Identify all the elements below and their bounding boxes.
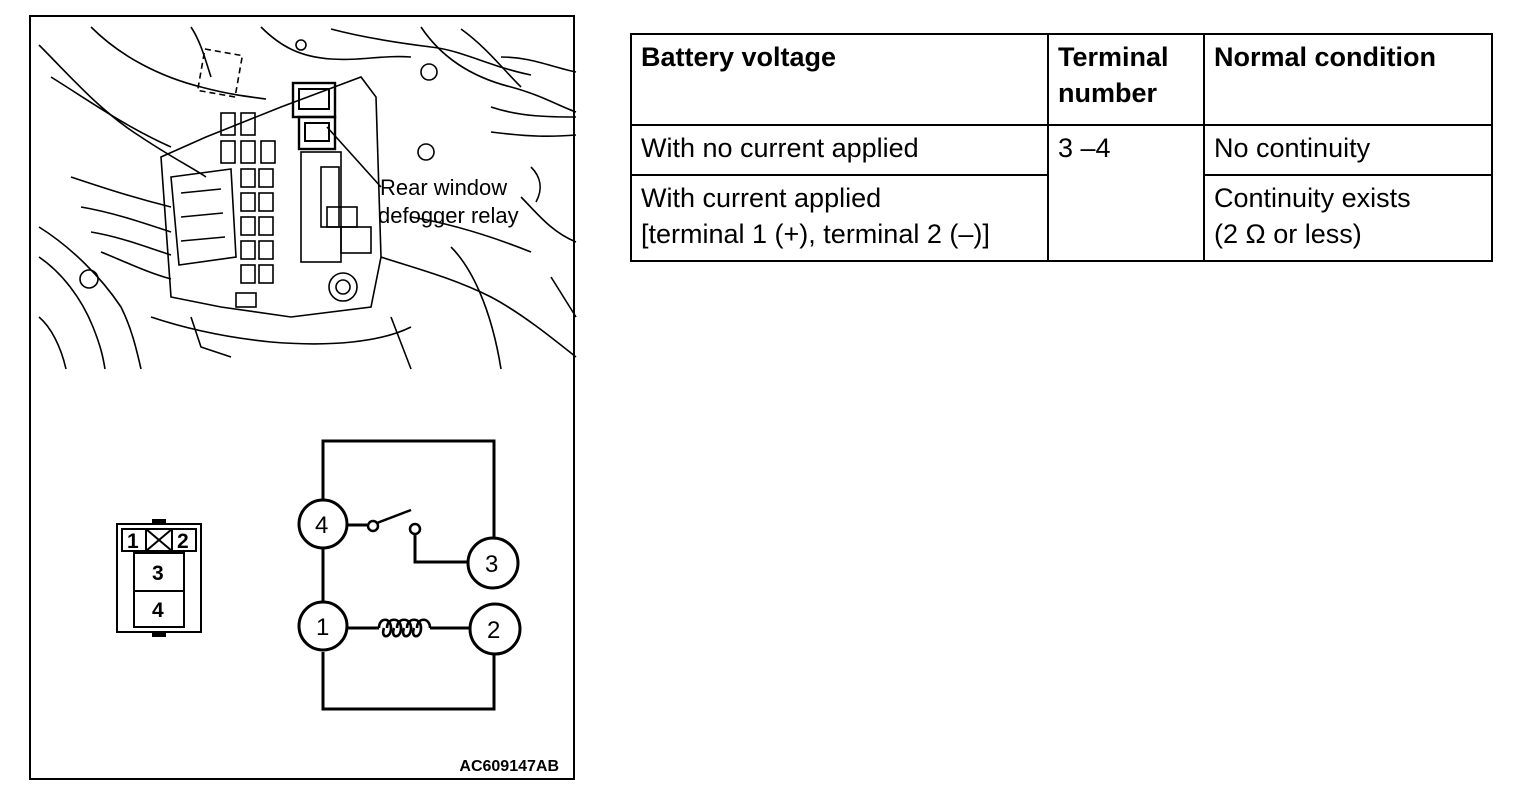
schematic-terminal-2: 2	[487, 617, 500, 644]
cell-continuity-exists: Continuity exists (2 Ω or less)	[1203, 174, 1493, 262]
relay-box-drawing	[38, 26, 577, 370]
connector-pin-3: 3	[152, 562, 164, 585]
relay-connector-view	[116, 519, 202, 637]
table-row: With current applied [terminal 1 (+), te…	[630, 174, 1493, 262]
header-terminal-line2: number	[1058, 78, 1158, 108]
cell-terminal-3-4: 3 –4	[1047, 124, 1205, 262]
header-terminal-line1: Terminal	[1058, 42, 1169, 72]
connector-pin-1: 1	[127, 530, 139, 553]
cell-with-current: With current applied [terminal 1 (+), te…	[630, 174, 1049, 262]
cell-with-current-line1: With current applied	[641, 183, 882, 213]
cell-with-current-line2: [terminal 1 (+), terminal 2 (–)]	[641, 219, 990, 249]
relay-callout-line1: Rear window	[380, 175, 507, 200]
cell-continuity-line1: Continuity exists	[1214, 183, 1411, 213]
figure-code: AC609147AB	[459, 758, 559, 775]
relay-figure: Rear window defogger relay 1 2 3 4	[29, 15, 577, 780]
cell-continuity-line2: (2 Ω or less)	[1214, 219, 1362, 249]
connector-pin-4: 4	[152, 599, 164, 622]
relay-schematic	[297, 439, 522, 711]
table-row: With no current applied 3 –4 No continui…	[630, 124, 1493, 262]
table-header-row: Battery voltage Terminal number Normal c…	[630, 33, 1493, 126]
cell-no-continuity: No continuity	[1203, 124, 1493, 176]
header-normal-condition: Normal condition	[1203, 33, 1493, 126]
cell-no-current: With no current applied	[630, 124, 1049, 176]
relay-callout-line2: defogger relay	[378, 203, 519, 228]
relay-check-table: Battery voltage Terminal number Normal c…	[630, 33, 1493, 262]
header-battery-voltage: Battery voltage	[630, 33, 1049, 126]
schematic-terminal-4: 4	[315, 512, 328, 539]
schematic-terminal-1: 1	[316, 614, 329, 641]
schematic-terminal-3: 3	[485, 551, 498, 578]
header-terminal-number: Terminal number	[1047, 33, 1205, 126]
connector-pin-2: 2	[177, 530, 189, 553]
relay-illustration: Rear window defogger relay 1 2 3 4	[38, 26, 577, 711]
